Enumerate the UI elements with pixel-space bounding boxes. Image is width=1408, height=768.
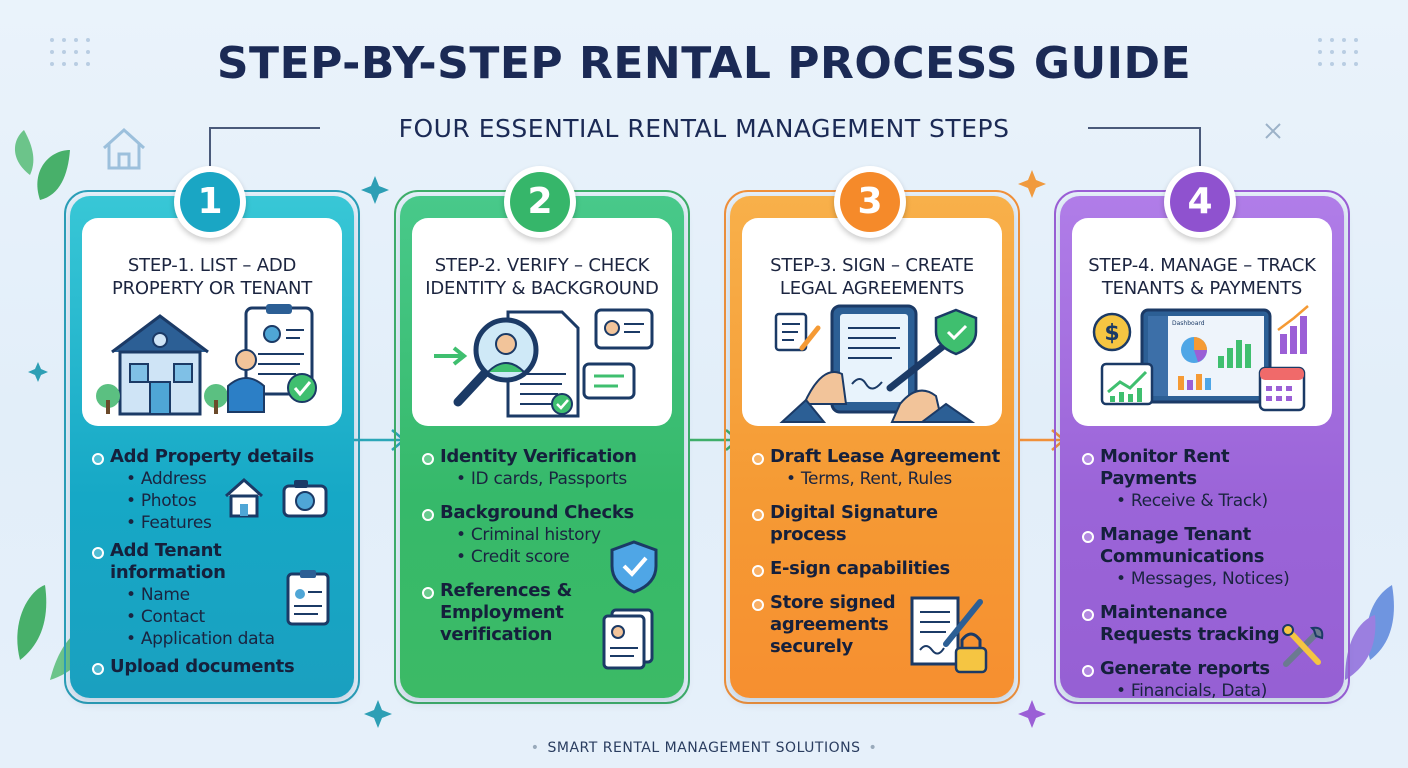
step-1-list: Add Property details Address Photos Feat… bbox=[90, 440, 340, 678]
step-2-sub-item: ID cards, Passports bbox=[420, 468, 670, 490]
step-4-title: STEP-4. MANAGE – TRACK TENANTS & PAYMENT… bbox=[1088, 255, 1316, 299]
step-1-item: Add Property details bbox=[90, 446, 340, 468]
dashboard-icon: Dashboard bbox=[1140, 308, 1272, 404]
person-icon bbox=[227, 349, 265, 413]
calendar-icon bbox=[1258, 366, 1306, 412]
hand-icon bbox=[779, 371, 848, 423]
step-1-sub-item: Features bbox=[90, 512, 340, 534]
step-2-number: 2 bbox=[510, 172, 570, 232]
step-1-card: STEP-1. LIST – ADD PROPERTY OR TENANT bbox=[70, 196, 354, 698]
step-4-list: Monitor Rent Payments Receive & Track) M… bbox=[1080, 440, 1330, 702]
step-2-item: References & Employment verification bbox=[420, 580, 610, 646]
dot-grid-left bbox=[50, 38, 90, 66]
footer-text: SMART RENTAL MANAGEMENT SOLUTIONS bbox=[547, 740, 861, 756]
step-4-sub-item: Receive & Track) bbox=[1080, 490, 1330, 512]
step-3-title: STEP-3. SIGN – CREATE LEGAL AGREEMENTS bbox=[770, 255, 974, 299]
step-2-item: Identity Verification bbox=[420, 446, 670, 468]
step-1-sub-item: Address bbox=[90, 468, 340, 490]
documents-icon bbox=[602, 608, 654, 670]
step-2-header-panel: STEP-2. VERIFY – CHECK IDENTITY & BACKGR… bbox=[412, 218, 672, 426]
step-4-illustration: $ Dashboard bbox=[1092, 305, 1309, 412]
shield-check-icon bbox=[610, 540, 658, 594]
step-3-header-panel: STEP-3. SIGN – CREATE LEGAL AGREEMENTS bbox=[742, 218, 1002, 426]
step-3-illustration bbox=[774, 304, 978, 423]
footer-dot-icon: • bbox=[530, 740, 540, 756]
step-4-header-panel: STEP-4. MANAGE – TRACK TENANTS & PAYMENT… bbox=[1072, 218, 1332, 426]
magnifier-icon bbox=[453, 317, 539, 407]
dashboard-label: Dashboard bbox=[1172, 320, 1205, 327]
page-title: STEP-BY-STEP RENTAL PROCESS GUIDE bbox=[216, 38, 1192, 89]
step-3-list: Draft Lease Agreement Terms, Rent, Rules… bbox=[750, 440, 1000, 658]
subtitle-bracket bbox=[209, 127, 1201, 168]
step-3-item: E-sign capabilities bbox=[750, 558, 1000, 580]
step-1-sub-item: Application data bbox=[90, 628, 340, 650]
step-4-item: Generate reports bbox=[1080, 658, 1330, 680]
camera-icon bbox=[282, 480, 328, 518]
step-1-sub-item: Name bbox=[90, 584, 340, 606]
lock-icon bbox=[954, 632, 988, 674]
x-mark-icon bbox=[1265, 123, 1281, 139]
step-2-sub-item: Criminal history bbox=[420, 524, 670, 546]
step-2-list: Identity Verification ID cards, Passport… bbox=[420, 440, 670, 646]
step-3-item: Draft Lease Agreement bbox=[750, 446, 1000, 468]
step-4-item: Manage Tenant Communications bbox=[1080, 524, 1280, 568]
svg-text:$: $ bbox=[1104, 321, 1119, 346]
step-3-number: 3 bbox=[840, 172, 900, 232]
leaf-decoration-right bbox=[1345, 585, 1394, 680]
step-1-sub-item: Contact bbox=[90, 606, 340, 628]
clipboard-icon bbox=[244, 304, 314, 396]
page-subtitle: FOUR ESSENTIAL RENTAL MANAGEMENT STEPS bbox=[398, 114, 1010, 143]
step-1-item: Upload documents bbox=[90, 656, 340, 678]
id-card-icon bbox=[582, 308, 654, 400]
step-1-sub-item: Photos bbox=[90, 490, 340, 512]
notepad-pen-icon bbox=[774, 312, 821, 352]
step-4-item: Maintenance Requests tracking bbox=[1080, 602, 1320, 646]
step-1-header-panel: STEP-1. LIST – ADD PROPERTY OR TENANT bbox=[82, 218, 342, 426]
house-outline-icon bbox=[102, 127, 146, 170]
dollar-coin-icon: $ bbox=[1092, 312, 1132, 352]
sparkle-icon bbox=[28, 170, 1046, 728]
step-4-badge: 4 bbox=[1164, 166, 1236, 238]
step-4-card: STEP-4. MANAGE – TRACK TENANTS & PAYMENT… bbox=[1060, 196, 1344, 701]
arrow-icon bbox=[434, 346, 468, 366]
step-1-number: 1 bbox=[180, 172, 240, 232]
step-2-badge: 2 bbox=[504, 166, 576, 238]
line-chart-icon bbox=[1100, 362, 1154, 406]
shield-check-icon bbox=[934, 308, 978, 356]
bar-chart-icon bbox=[1277, 305, 1309, 354]
step-3-item: Digital Signature process bbox=[750, 502, 950, 546]
clipboard-small-icon bbox=[286, 570, 330, 626]
step-4-item: Monitor Rent Payments bbox=[1080, 446, 1330, 490]
tools-icon bbox=[1282, 624, 1324, 667]
step-3-badge: 3 bbox=[834, 166, 906, 238]
step-1-title: STEP-1. LIST – ADD PROPERTY OR TENANT bbox=[111, 255, 313, 299]
house-icon bbox=[96, 314, 228, 416]
checkmark-icon bbox=[287, 373, 317, 403]
signed-contract-lock-icon bbox=[910, 596, 988, 674]
pen-icon bbox=[886, 340, 976, 423]
step-4-number: 4 bbox=[1170, 172, 1230, 232]
step-2-item: Background Checks bbox=[420, 502, 670, 524]
footer: • SMART RENTAL MANAGEMENT SOLUTIONS • bbox=[0, 740, 1408, 756]
step-1-illustration bbox=[96, 304, 317, 416]
step-2-title: STEP-2. VERIFY – CHECK IDENTITY & BACKGR… bbox=[425, 255, 659, 299]
step-3-item: Store signed agreements securely bbox=[750, 592, 910, 658]
dot-grid-right bbox=[1318, 38, 1358, 66]
step-4-sub-item: Financials, Data) bbox=[1080, 680, 1330, 702]
footer-dot-icon: • bbox=[868, 740, 878, 756]
step-3-card: STEP-3. SIGN – CREATE LEGAL AGREEMENTS bbox=[730, 196, 1014, 698]
step-2-card: STEP-2. VERIFY – CHECK IDENTITY & BACKGR… bbox=[400, 196, 684, 698]
step-1-badge: 1 bbox=[174, 166, 246, 238]
step-2-illustration bbox=[434, 308, 654, 418]
small-house-icon bbox=[225, 477, 328, 518]
step-2-sub-item: Credit score bbox=[420, 546, 670, 568]
step-4-sub-item: Messages, Notices) bbox=[1080, 568, 1330, 590]
step-1-item: Add Tenant information bbox=[90, 540, 340, 584]
step-3-sub-item: Terms, Rent, Rules bbox=[750, 468, 1000, 490]
